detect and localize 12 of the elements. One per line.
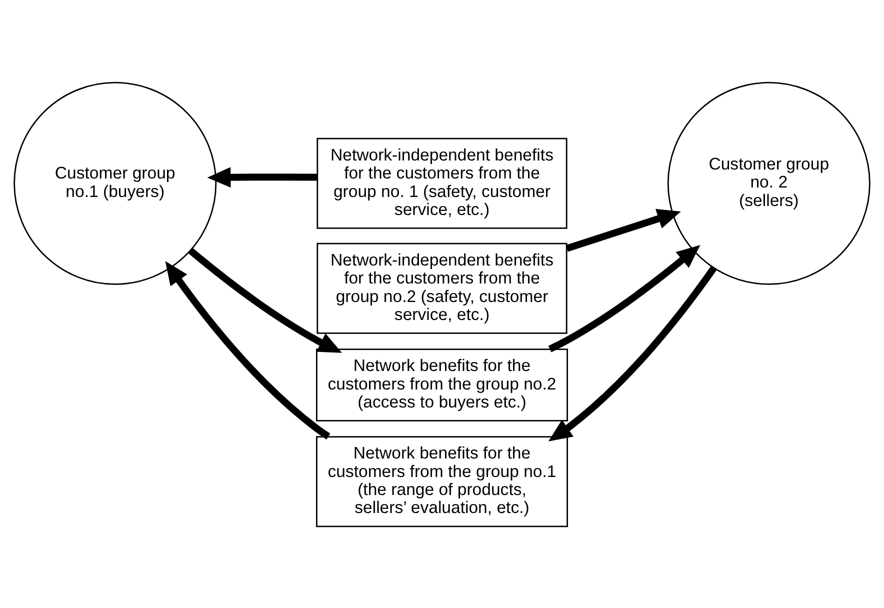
arrow xyxy=(188,247,342,352)
node-box: Network benefits for the customers from the group no.2 (access to buyers etc.) xyxy=(316,348,568,421)
arrow xyxy=(548,244,700,352)
node-circle: Customer group no.1 (buyers) xyxy=(14,81,217,284)
arrow xyxy=(207,166,318,188)
arrow xyxy=(566,208,681,252)
node-box: Network benefits for the customers from the group no.1 (the range of products, sellers’ evaluation, etc.) xyxy=(316,436,568,527)
node-box: Network-independent benefits for the customers from the group no.2 (safety, customer service, etc.) xyxy=(316,242,568,334)
arrow xyxy=(165,260,330,439)
node-circle: Customer group no. 2 (sellers) xyxy=(667,81,870,284)
arrow xyxy=(548,266,717,441)
node-box: Network-independent benefits for the customers from the group no. 1 (safety, customer service, etc.) xyxy=(316,137,568,228)
